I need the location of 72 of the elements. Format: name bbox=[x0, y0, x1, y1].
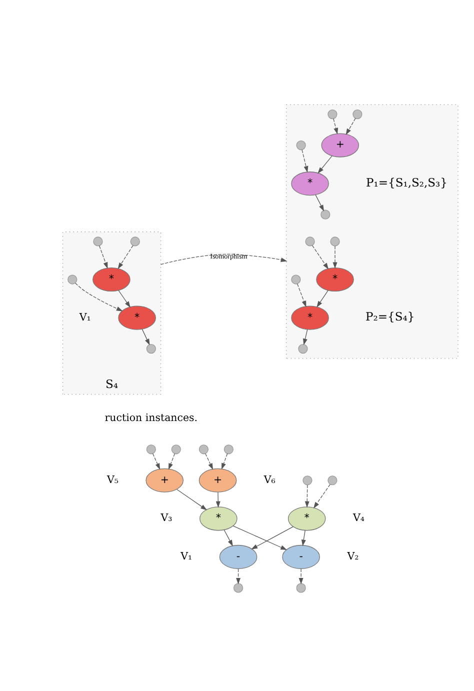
arrow bbox=[304, 484, 310, 508]
arrow bbox=[251, 526, 294, 549]
node-label: V₃ bbox=[160, 512, 172, 524]
node-circle bbox=[330, 236, 340, 246]
node-label: V₁ bbox=[180, 550, 192, 562]
arrow bbox=[176, 488, 208, 510]
node-circle bbox=[224, 444, 234, 454]
arrow bbox=[301, 530, 306, 546]
node-ellipse: * bbox=[288, 506, 326, 530]
node-ellipse: - bbox=[282, 544, 320, 568]
arrow bbox=[118, 290, 131, 308]
node-ellipse: + bbox=[146, 468, 184, 492]
label: ruction instances. bbox=[104, 412, 198, 424]
node-ellipse: * bbox=[291, 305, 329, 330]
arrow bbox=[315, 194, 324, 211]
node-circle bbox=[291, 274, 301, 284]
arrow bbox=[316, 290, 328, 307]
arrow bbox=[152, 452, 160, 470]
node-ellipse: * bbox=[118, 305, 156, 330]
node-circle bbox=[146, 344, 156, 354]
node-label: V₄ bbox=[352, 512, 364, 524]
arrow bbox=[168, 452, 176, 470]
node-ellipse: * bbox=[200, 506, 238, 530]
node-circle bbox=[320, 209, 330, 219]
node-circle bbox=[146, 444, 156, 454]
arrow bbox=[205, 452, 214, 470]
node-circle bbox=[296, 582, 306, 592]
node-circle bbox=[93, 236, 103, 246]
node-ellipse: + bbox=[198, 468, 237, 492]
node-circle bbox=[198, 444, 208, 454]
arrow bbox=[318, 155, 332, 174]
arrow bbox=[222, 452, 228, 470]
node-ellipse: + bbox=[321, 132, 360, 157]
node-ellipse: * bbox=[316, 267, 354, 292]
arrow bbox=[232, 525, 288, 550]
arrow bbox=[333, 118, 338, 134]
node-circle bbox=[68, 274, 78, 284]
arrow bbox=[236, 568, 241, 584]
arrow bbox=[160, 253, 288, 264]
arrow bbox=[99, 244, 108, 268]
arrow bbox=[312, 244, 329, 269]
arrow bbox=[346, 118, 356, 134]
arrow bbox=[142, 328, 150, 345]
label: P₁={S₁,S₂,S₃} bbox=[366, 174, 448, 189]
arrow bbox=[313, 484, 330, 508]
node-circle bbox=[171, 444, 181, 454]
node-circle bbox=[352, 109, 362, 119]
node-circle bbox=[328, 109, 338, 119]
arrow bbox=[224, 529, 233, 546]
arrow bbox=[216, 492, 220, 508]
arrow bbox=[118, 244, 134, 269]
node-ellipse: * bbox=[92, 267, 130, 292]
arrow bbox=[297, 283, 306, 307]
node-circle bbox=[305, 236, 315, 246]
node-label: V₁ bbox=[79, 310, 91, 323]
arrow bbox=[75, 282, 123, 311]
arrow bbox=[298, 568, 304, 584]
node-label: V₅ bbox=[106, 473, 118, 486]
label: P₂={S₄} bbox=[366, 309, 415, 324]
node-circle bbox=[296, 140, 306, 150]
arrow bbox=[332, 245, 338, 268]
node-circle bbox=[302, 475, 312, 485]
node-label: V₆ bbox=[264, 473, 276, 486]
cluster bbox=[286, 104, 458, 358]
node-circle bbox=[233, 582, 244, 592]
node-circle bbox=[130, 236, 140, 246]
arrow bbox=[303, 328, 308, 345]
node-label: V₂ bbox=[347, 550, 359, 562]
arrow bbox=[302, 149, 308, 172]
node-circle bbox=[328, 475, 338, 485]
node-ellipse: * bbox=[291, 171, 329, 196]
node-circle bbox=[298, 344, 308, 354]
